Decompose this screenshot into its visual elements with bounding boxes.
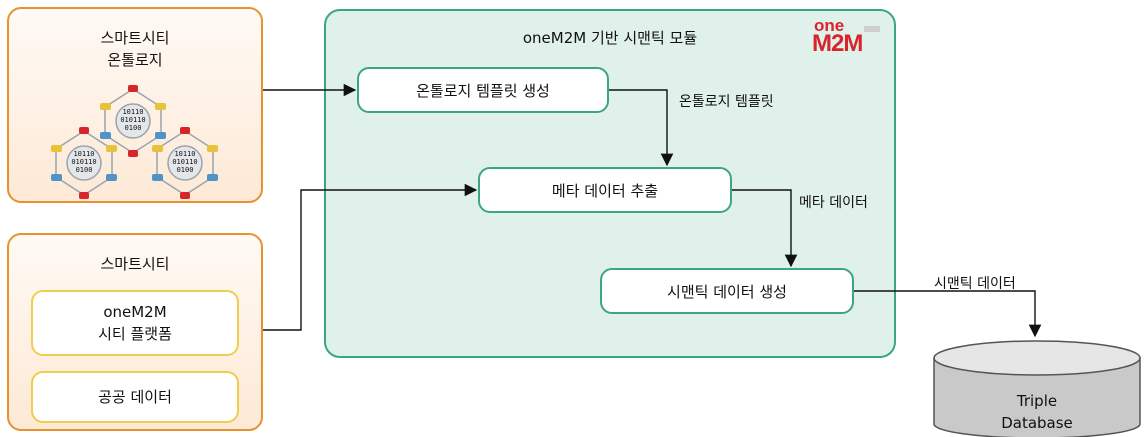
- edge-label-template: 온톨로지 템플릿: [679, 94, 774, 110]
- semantic-module-title: oneM2M 기반 시맨틱 모듈: [522, 29, 698, 47]
- platform-box: oneM2M 시티 플랫폼: [31, 290, 239, 356]
- onem2m-logo: one M2M: [812, 16, 882, 64]
- arrow-semantic-to-database: [854, 290, 1042, 338]
- public-data-box: 공공 데이터: [31, 371, 239, 423]
- edge-label-metadata: 메타 데이터: [799, 195, 868, 211]
- platform-line2: 시티 플랫폼: [98, 325, 172, 343]
- step-template-generation: 온톨로지 템플릿 생성: [357, 67, 609, 113]
- edge-label-semantic: 시맨틱 데이터: [934, 276, 1016, 292]
- ontology-title-line1: 스마트시티: [100, 29, 170, 47]
- triple-database-cylinder: [933, 340, 1141, 437]
- ontology-title-line2: 온톨로지: [107, 51, 163, 69]
- step-metadata-extraction: 메타 데이터 추출: [478, 167, 732, 213]
- arrow-metadata-to-semantic: [732, 189, 798, 268]
- step-semantic-generation: 시맨틱 데이터 생성: [600, 268, 854, 314]
- database-line2: Database: [1001, 414, 1073, 432]
- platform-line1: oneM2M: [103, 303, 167, 321]
- arrow-template-to-metadata: [609, 89, 674, 167]
- smartcity-title: 스마트시티: [100, 255, 170, 273]
- public-data-label: 공공 데이터: [98, 388, 172, 406]
- database-line1: Triple: [1016, 392, 1058, 410]
- arrow-platform-to-metadata: [263, 183, 478, 331]
